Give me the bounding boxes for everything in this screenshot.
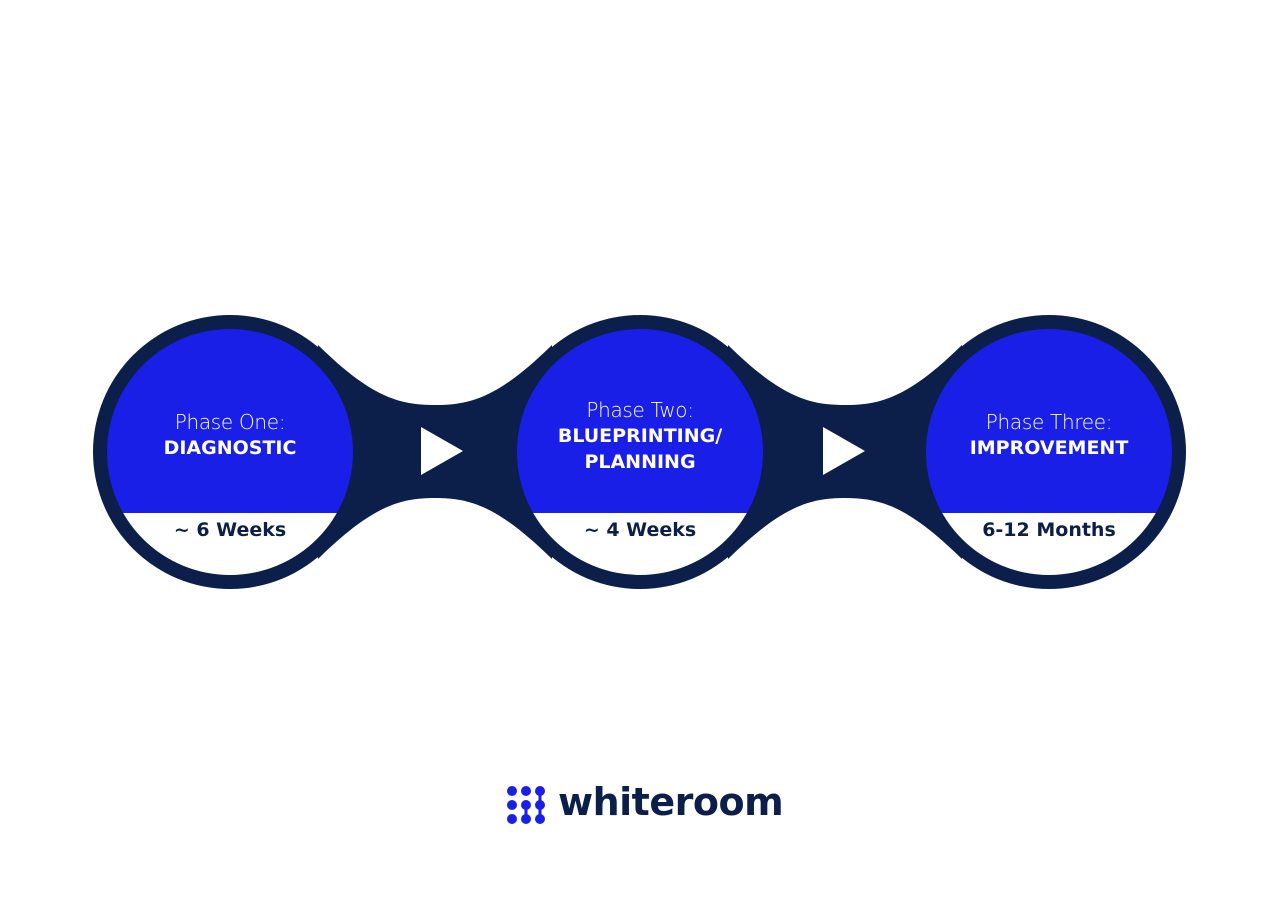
phase-name-line2: PLANNING (584, 451, 696, 473)
logo-dots-icon (507, 786, 545, 824)
phase-title: Phase Two: (586, 398, 694, 422)
phase-1-label: Phase One: DIAGNOSTIC (110, 409, 350, 461)
phase-name: BLUEPRINTING/ (557, 425, 723, 447)
phase-name: IMPROVEMENT (969, 437, 1129, 459)
phase-duration: 6-12 Months (982, 519, 1116, 541)
arrow-right-icon (421, 427, 463, 475)
phase-name: DIAGNOSTIC (163, 437, 297, 459)
phase-2-label: Phase Two: BLUEPRINTING/ PLANNING (520, 397, 760, 475)
phase-title: Phase One: (174, 410, 286, 434)
phase-circle-1 (93, 315, 367, 589)
phase-3-label: Phase Three: IMPROVEMENT (929, 409, 1169, 461)
logo-wordmark: whiteroom (558, 780, 784, 824)
phase-title: Phase Three: (985, 410, 1113, 434)
arrow-right-icon (823, 427, 865, 475)
phase-duration: ~ 4 Weeks (583, 519, 697, 541)
phase-circle-2 (503, 315, 777, 589)
phase-duration: ~ 6 Weeks (173, 519, 287, 541)
